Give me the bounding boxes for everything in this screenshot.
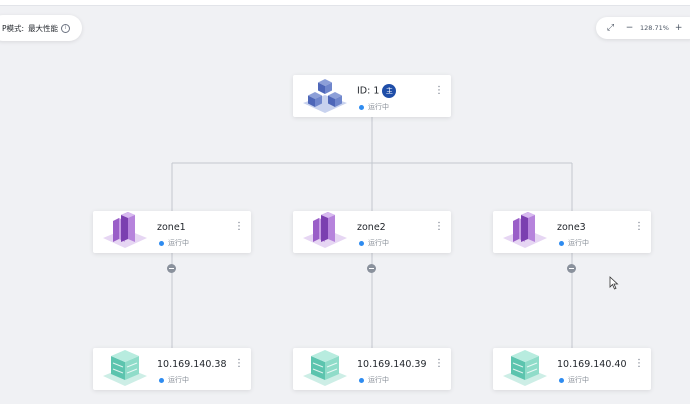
mode-value: 最大性能 [28,23,59,33]
root-status-text: 运行中 [368,103,389,111]
zone-building-icon [103,212,147,248]
primary-badge: 主 [382,84,397,98]
status-dot-icon [159,240,164,246]
more-icon[interactable]: ⋮ [634,221,644,232]
zoom-out-button[interactable]: − [625,23,634,33]
server-node-2[interactable]: 10.169.140.39 运行中 ⋮ [293,348,451,390]
zone-title: zone2 [357,222,386,233]
more-icon[interactable]: ⋮ [434,221,444,232]
zone-status-text: 运行中 [368,239,389,247]
root-id: ID: 1 [357,85,380,97]
server-title: 10.169.140.39 [357,359,427,370]
server-stack-icon [503,350,547,386]
server-node-1[interactable]: 10.169.140.38 运行中 ⋮ [93,348,251,390]
zone-node-1[interactable]: zone1 运行中 ⋮ [93,211,251,253]
server-status-text: 运行中 [568,376,589,384]
fit-screen-icon[interactable]: ⤢ [606,23,615,33]
status-dot-icon [359,240,364,246]
status-dot-icon [159,377,164,383]
root-status: 运行中 [359,102,389,112]
collapse-toggle-zone3[interactable] [567,264,576,273]
status-dot-icon [559,377,564,383]
deployment-mode-pill[interactable]: P模式: 最大性能 i [0,15,83,41]
top-border [0,0,690,6]
collapse-toggle-zone2[interactable] [367,264,376,273]
zone-status-text: 运行中 [568,239,589,247]
server-status: 运行中 [359,375,389,385]
zone-building-icon [503,212,547,248]
zoom-in-button[interactable]: + [674,23,683,33]
server-title: 10.169.140.40 [557,359,627,370]
server-stack-icon [103,350,147,386]
zone-status-text: 运行中 [168,239,189,247]
zone-title: zone1 [157,222,186,233]
zone-status: 运行中 [559,238,589,248]
zone-status: 运行中 [359,238,389,248]
mode-label: P模式: [2,23,25,33]
status-dot-icon [559,240,564,246]
zone-title: zone3 [557,222,586,233]
more-icon[interactable]: ⋮ [634,358,644,369]
info-icon[interactable]: i [61,23,71,33]
more-icon[interactable]: ⋮ [234,221,244,232]
zone-status: 运行中 [159,238,189,248]
mouse-cursor-icon [609,276,619,290]
zoom-level: 128.71% [639,24,669,32]
zone-node-3[interactable]: zone3 运行中 ⋮ [493,211,651,253]
server-node-3[interactable]: 10.169.140.40 运行中 ⋮ [493,348,651,390]
cluster-cubes-icon [303,79,347,113]
status-dot-icon [359,377,364,383]
more-icon[interactable]: ⋮ [434,85,444,96]
more-icon[interactable]: ⋮ [434,358,444,369]
server-stack-icon [303,350,347,386]
zone-building-icon [303,212,347,248]
server-title: 10.169.140.38 [157,359,227,370]
more-icon[interactable]: ⋮ [234,358,244,369]
collapse-toggle-zone1[interactable] [167,264,176,273]
server-status-text: 运行中 [168,376,189,384]
zone-node-2[interactable]: zone2 运行中 ⋮ [293,211,451,253]
server-status: 运行中 [159,375,189,385]
server-status: 运行中 [559,375,589,385]
server-status-text: 运行中 [368,376,389,384]
zoom-toolbar: ⤢ − 128.71% + ▣ [596,17,690,39]
status-dot-icon [359,104,364,110]
